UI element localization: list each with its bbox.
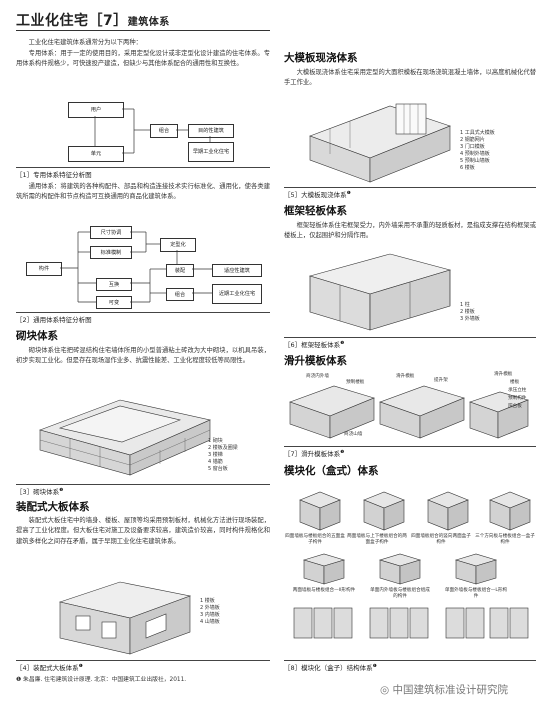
header-rule: [16, 30, 270, 31]
modular-heading: 模块化（盒式）体系: [284, 465, 379, 477]
fig6-caption: ［6］框架轻板体系❶: [284, 337, 536, 349]
block-building-drawing: [39, 399, 211, 476]
slipform-label: 提升架: [434, 378, 448, 383]
block-text: 砌块体系住宅把砖混结构住宅墙体所用的小型普通粘土砖改为大中砌块，以机具吊装，初步…: [16, 347, 270, 365]
formwork-drawing: [309, 103, 451, 183]
diagram-box-variable: 可变: [96, 296, 132, 309]
special-system-text: 专用体系：用于一定的使用目的，采用定型化设计或非定型化设计建造的住宅体系。专用体…: [16, 50, 270, 68]
diagram-box-early-housing: 早期工业化住宅: [188, 142, 234, 162]
modular-row-1: 四面墙板与楼板组合的五面盒子构件 两面墙板与上下楼板组合的两面盒子构件 四面墙板…: [284, 480, 536, 588]
formwork-heading: 大模板现浇体系: [284, 52, 358, 64]
modular-boxes-row2: [302, 553, 498, 585]
modular-row-2: 两面墙板与楼板组合—II形构件 单面内外墙板与楼板组合组成的构件 单面外墙板与楼…: [284, 548, 536, 648]
fig7-caption: ［7］滑升模板体系❶: [284, 446, 536, 458]
frame-drawing: [308, 253, 452, 331]
modular-label: 两面墙板与楼板组合—II形构件: [292, 588, 356, 593]
modular-label: 四面墙板组合的竖向两面盒子构件: [411, 534, 471, 545]
modular-assemblies: [293, 607, 529, 639]
modular-label: 两面墙板与上下楼板组合的两面盒子构件: [347, 534, 407, 545]
slipform-label: 楼板: [510, 380, 520, 385]
diagram-box-recent-housing: 近期工业化住宅: [212, 284, 262, 304]
footnote: ❶ 朱昌廉. 住宅建筑设计原理. 北京：中国建筑工业出版社，2011.: [16, 677, 187, 683]
slipform-heading: 滑升模板体系: [284, 355, 347, 367]
diagram-box-assembly: 装配: [166, 264, 194, 277]
diagram-box-combine: 组合: [150, 124, 178, 138]
diagram-box-unit: 单元: [68, 146, 124, 162]
fig3-caption: ［3］砌块体系❶: [16, 484, 270, 496]
slipform-label: 预制构件: [508, 396, 527, 401]
slipform-label: 阳台板: [508, 404, 522, 409]
diagram-box-interchange: 互换: [96, 278, 132, 291]
header-subtitle: 建筑体系: [127, 17, 170, 28]
modular-label: 单面内外墙板与楼板组合组成的构件: [370, 588, 430, 599]
slipform-label: 商浇山墙: [344, 432, 363, 437]
special-system-diagram: 用户 组合 目的性建筑 单元 早期工业化住宅: [16, 98, 270, 166]
fig4-caption: ［4］装配式大板体系❶: [16, 660, 270, 672]
diagram2-connectors: [60, 231, 212, 303]
panel-heading: 装配式大板体系: [16, 501, 90, 513]
slipform-drawing: [289, 385, 529, 439]
header-title: 工业化住宅［7］: [16, 13, 128, 29]
diagram-box-purpose-building: 目的性建筑: [188, 124, 234, 138]
slipform-label: 承压立柱: [508, 388, 527, 393]
diagram-box-combination: 组合: [166, 288, 194, 301]
modular-label: 三个方向板与楼板组合—盒子构件: [475, 534, 535, 545]
page-header: 工业化住宅［7］建筑体系: [16, 10, 170, 30]
general-system-diagram: 尺寸协调 标准模制 构件 互换 可变 定型化 装配 组合 适应性建筑 近期工业化…: [16, 222, 270, 310]
slipform-label: 滑升模板: [396, 374, 415, 379]
diagram-box-component: 构件: [26, 262, 62, 276]
diagram-box-standard: 标准模制: [90, 246, 132, 259]
slipform-label: 滑升模板: [494, 372, 513, 377]
frame-heading: 框架轻板体系: [284, 205, 347, 217]
panel-building-drawing: [58, 581, 192, 655]
formwork-text: 大模板现浇体系住宅采用定型的大面积模板在现场浇筑混凝土墙体，以高度机械化代替手工…: [284, 69, 536, 87]
modular-boxes-row1: [299, 491, 531, 531]
fig1-caption: ［1］专用体系特征分析图: [16, 167, 270, 179]
diagram-connectors: [94, 108, 211, 154]
slipform-illustration: 商浇内外墙 预制楼板 滑升模板 商浇山墙 提升架 滑升模板 楼板 承压立柱 预制…: [284, 372, 536, 442]
modular-label: 单面外墙板与楼板组合—L形构件: [444, 588, 508, 599]
watermark: ◎ 中国建筑标准设计研究院: [380, 684, 509, 696]
fig5-caption: ［5］大模板现浇体系❶: [284, 187, 536, 199]
intro-text: 工业化住宅建筑体系通常分为以下两种：: [28, 39, 142, 46]
slipform-label: 预制楼板: [346, 380, 365, 385]
diagram-box-user: 用户: [68, 102, 124, 118]
frame-text: 框架轻板体系住宅框架受力，内外墙采用不承重的轻质板材，是指成支撑在结构框架或楼板…: [284, 222, 536, 240]
fig2-caption: ［2］通用体系特征分析图: [16, 312, 270, 324]
wechat-icon: ◎: [380, 684, 390, 696]
general-system-text: 通用体系：将建筑的各种构配件、部品和构造连接技术实行标准化、通用化，使各类建筑所…: [16, 183, 270, 201]
fig8-caption: ［8］模块化（盒子）结构体系❶: [284, 660, 536, 672]
diagram-box-typify: 定型化: [160, 238, 196, 252]
diagram-box-adaptive-building: 适应性建筑: [212, 264, 262, 277]
slipform-label: 商浇内外墙: [306, 374, 329, 379]
panel-text: 装配式大板住宅中的墙身、楼板、屋顶等均采用预制板材，机械化方法进行现场装配，提高…: [16, 517, 270, 545]
modular-label: 四面墙板与楼板组合的五面盒子构件: [285, 534, 345, 545]
diagram-box-dimension: 尺寸协调: [90, 226, 132, 239]
block-heading: 砌块体系: [16, 330, 58, 342]
